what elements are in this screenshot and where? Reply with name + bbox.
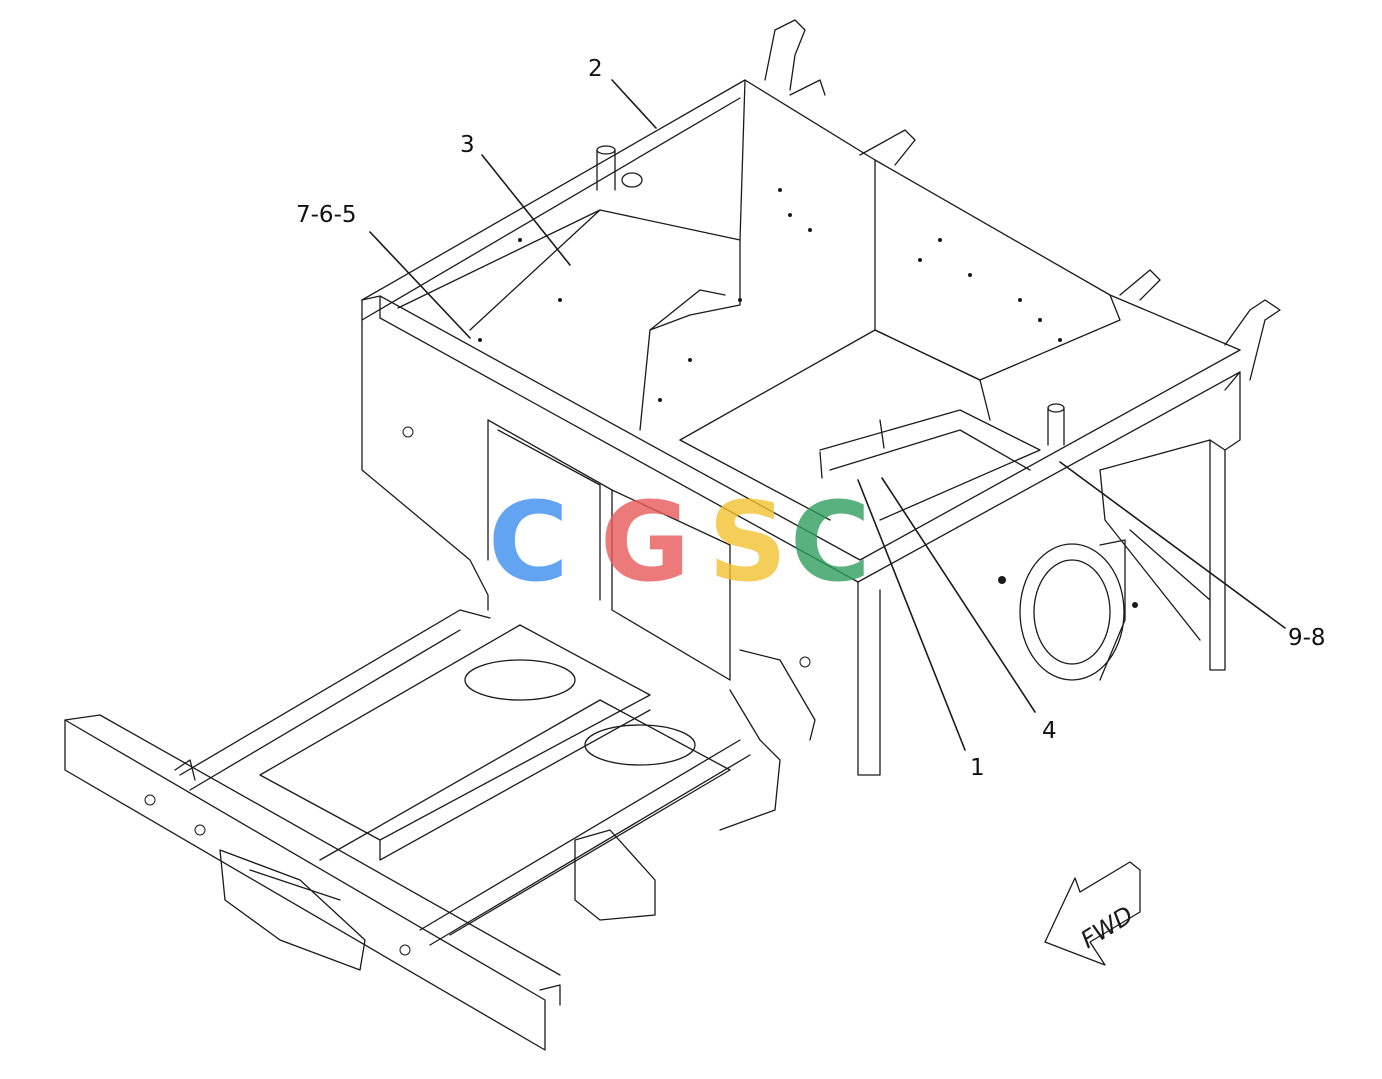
- leader-7-6-5: [369, 231, 471, 339]
- watermark-logo: C G S C: [488, 478, 871, 606]
- main-frame-body: [361, 79, 1241, 776]
- watermark-letter-2: G: [600, 478, 690, 606]
- leader-lines: [369, 79, 1286, 751]
- callout-3: 3: [460, 132, 475, 158]
- mounting-pins: [596, 145, 1065, 446]
- callout-2: 2: [588, 56, 603, 82]
- watermark-letter-3: S: [708, 478, 787, 606]
- leader-3: [481, 154, 571, 266]
- callout-4: 4: [1042, 718, 1057, 744]
- leader-9-8: [1059, 461, 1286, 629]
- hub-flange: [1019, 539, 1126, 681]
- leader-2: [611, 79, 657, 129]
- fwd-arrow-shape: [1044, 861, 1141, 966]
- watermark-letter-1: C: [488, 478, 569, 606]
- callout-1: 1: [970, 755, 985, 781]
- callout-7-6-5: 7-6-5: [296, 202, 357, 228]
- fwd-label: FWD: [1076, 901, 1138, 954]
- lower-chassis: [64, 609, 816, 1051]
- leader-4: [881, 477, 1036, 713]
- leader-1: [857, 479, 966, 751]
- fastener-dots: [144, 188, 1138, 956]
- lift-arm-brackets: [764, 19, 1281, 381]
- callout-9-8: 9-8: [1288, 625, 1326, 651]
- watermark-letter-4: C: [790, 478, 871, 606]
